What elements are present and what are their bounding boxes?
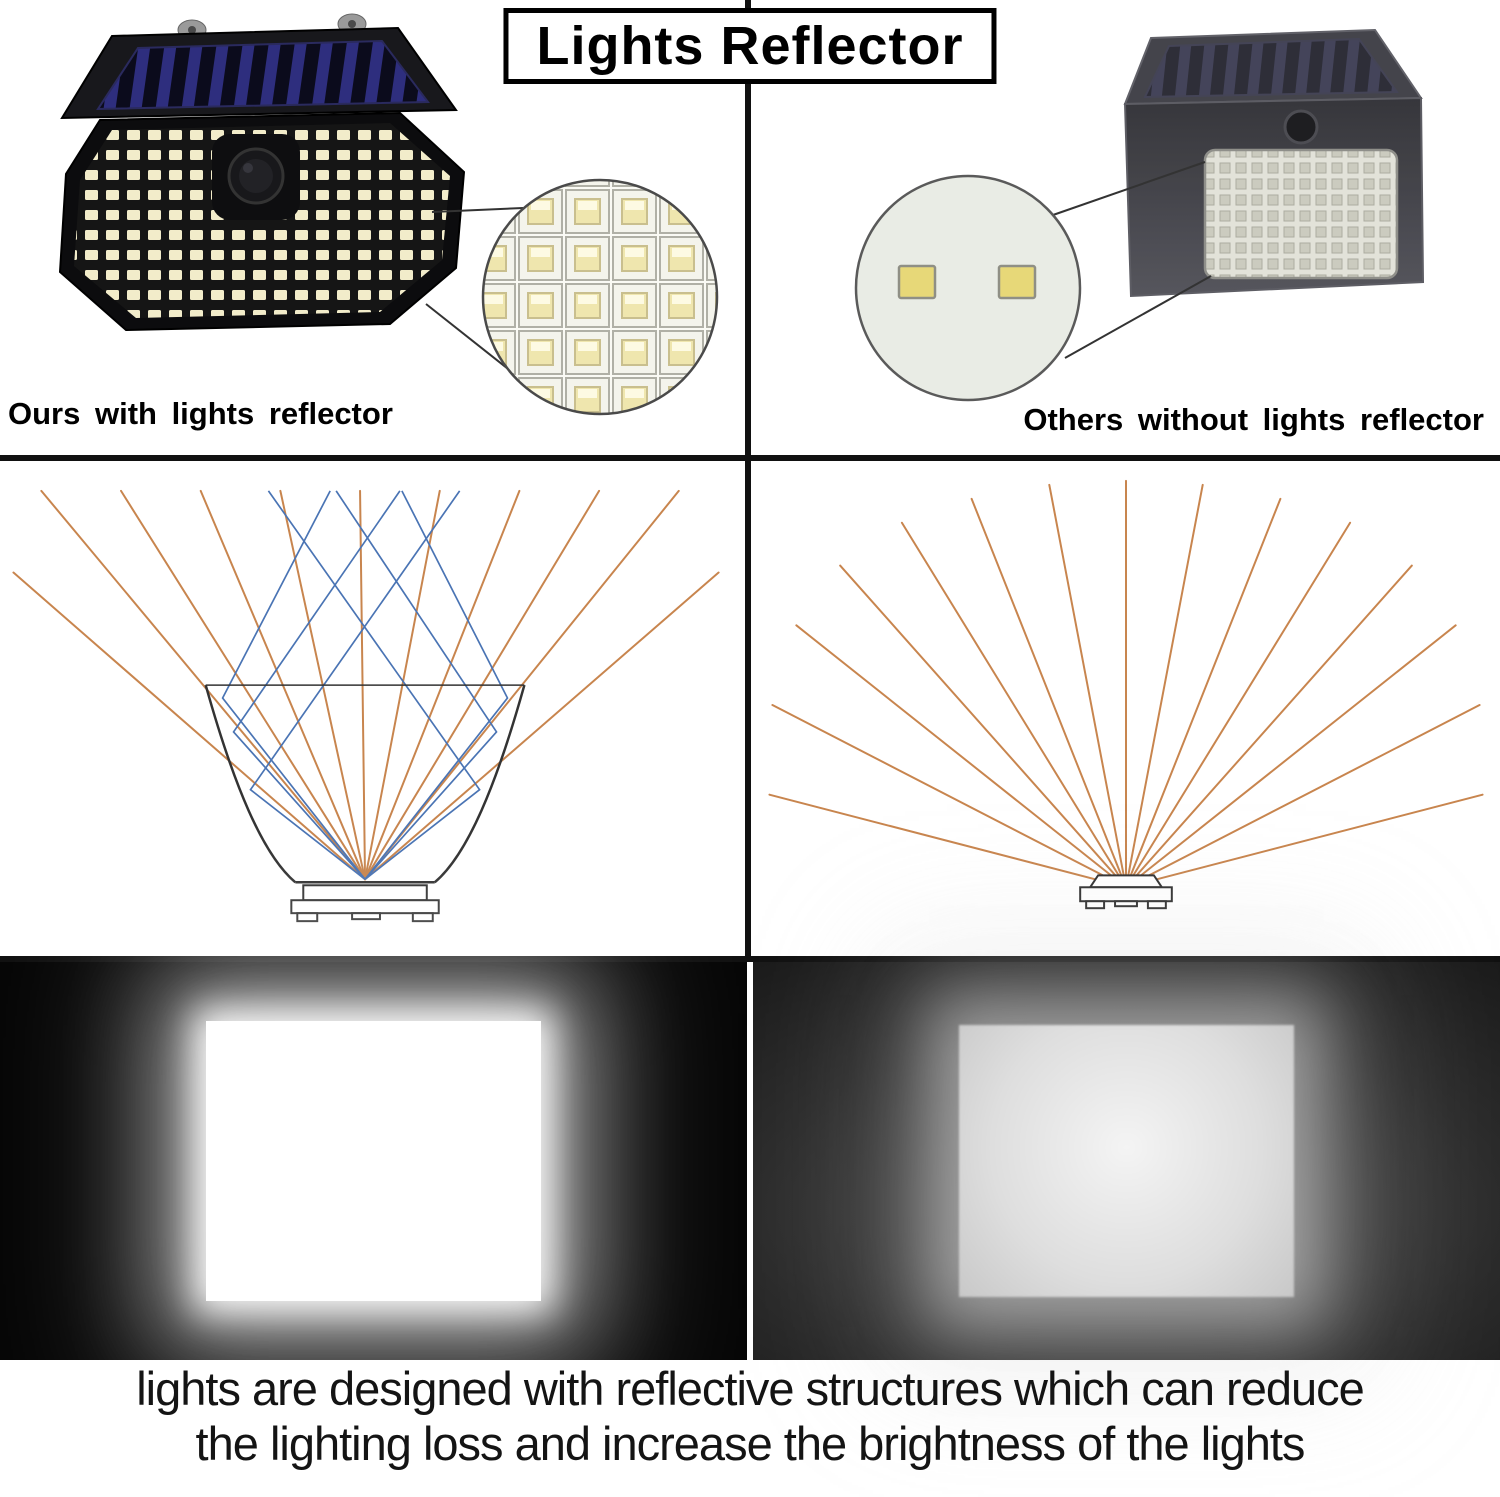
caption-others: Others without lights reflector (1023, 402, 1484, 437)
panel-ours-product (0, 0, 747, 455)
magnifier-bare-leds (854, 174, 1082, 402)
blue-reflected-rays (221, 490, 509, 880)
reflector-cup-outline (204, 684, 526, 884)
vertical-divider (745, 0, 751, 962)
footer-line-1: lights are designed with reflective stru… (136, 1362, 1365, 1415)
solar-light-without-reflector (1123, 28, 1425, 298)
magnifier-callout-line (1064, 275, 1212, 359)
magnifier-callout-line (425, 303, 518, 377)
footer-line-2: the lighting loss and increase the brigh… (195, 1416, 1306, 1470)
bare-led-chip (897, 264, 937, 300)
horizontal-divider-top (0, 455, 1500, 461)
led-base (290, 884, 440, 923)
caption-ours: Ours with lights reflector (8, 396, 393, 431)
panel-others-product (753, 0, 1500, 455)
page-title-text: Lights Reflector (536, 16, 964, 76)
led-panel (1203, 148, 1399, 280)
solar-panel (96, 39, 430, 111)
solar-panel (1143, 37, 1399, 99)
solar-light-with-reflector (58, 13, 466, 332)
light-photo-dim (753, 962, 1500, 1360)
product-without-reflector-illustration (854, 28, 1425, 402)
page-title: Lights Reflector (503, 8, 997, 84)
bright-light-square (206, 1021, 541, 1301)
led-array (74, 123, 450, 318)
footer-description: lights are designed with reflective stru… (0, 1362, 1500, 1471)
ray-diagram-with-reflector (12, 489, 720, 923)
panel-reflector-rays (0, 461, 747, 956)
magnifier-callout-line (431, 207, 524, 213)
magnifier-callout-line (1052, 161, 1206, 216)
bare-led-chip (997, 264, 1037, 300)
ray-diagram-without-reflector (768, 479, 1484, 910)
dim-light-square (959, 1025, 1294, 1297)
motion-sensor (1283, 109, 1319, 145)
led-base (1079, 874, 1173, 910)
magnifier-reflector-cups (481, 178, 719, 416)
light-photo-bright (0, 962, 747, 1360)
orange-rays (768, 479, 1484, 889)
horizontal-divider-bottom (0, 956, 1500, 962)
product-with-reflector-illustration (58, 13, 719, 416)
panel-bare-rays (753, 461, 1500, 956)
